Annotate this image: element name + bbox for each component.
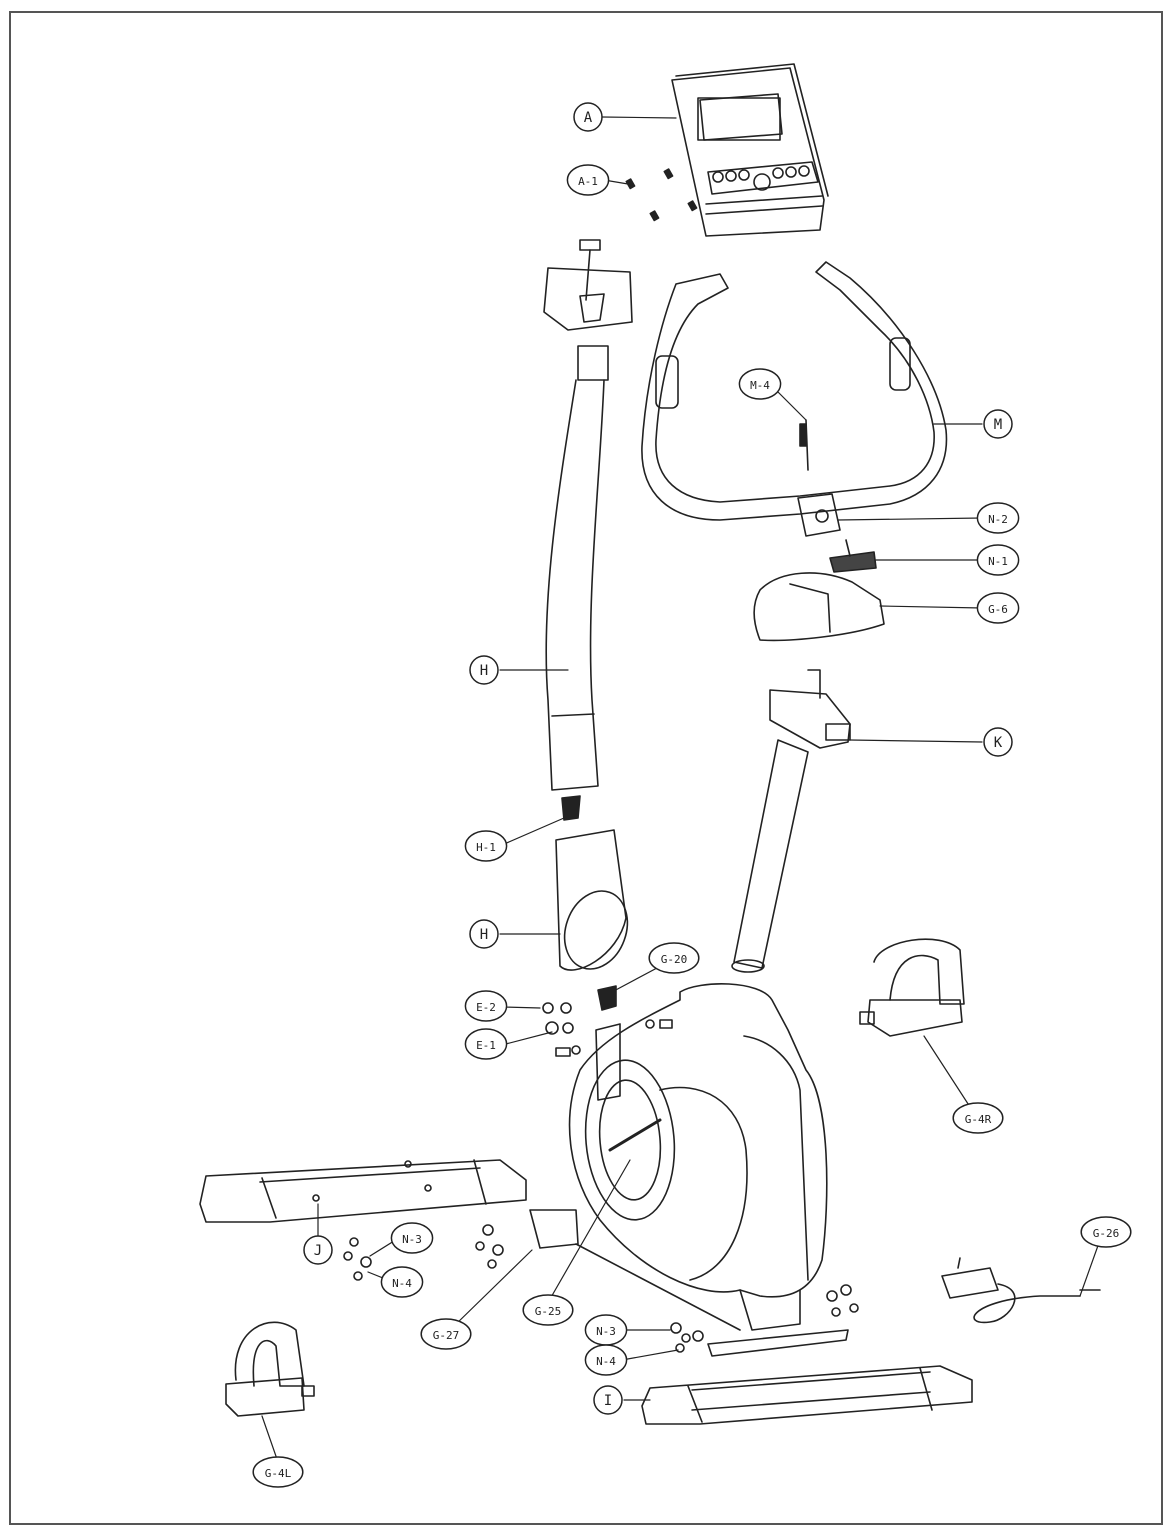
callout-label: N-2 — [988, 513, 1008, 526]
callout-label: H-1 — [476, 841, 496, 854]
handlebar-cover — [753, 572, 885, 642]
callout-g6: G-6 — [976, 592, 1020, 624]
callout-n4a: N-4 — [380, 1266, 424, 1298]
callout-label: G-20 — [661, 953, 688, 966]
left-pedal — [225, 1321, 315, 1417]
callout-g4r: G-4R — [952, 1102, 1004, 1134]
callout-label: G-26 — [1093, 1227, 1120, 1240]
callout-label: A-1 — [578, 175, 598, 188]
callout-label: K — [994, 735, 1003, 751]
callout-markers: AA-1MM-4N-2N-1G-6HKH-1HG-20E-2E-1G-4RJN-… — [252, 102, 1132, 1488]
callout-h1: H-1 — [464, 830, 508, 862]
callout-e1: E-1 — [464, 1028, 508, 1060]
callout-h: H — [469, 655, 499, 685]
front-stabilizer — [199, 1159, 527, 1223]
main-frame — [529, 983, 849, 1357]
callout-label: M-4 — [750, 379, 770, 392]
callout-h2: H — [469, 919, 499, 949]
callout-label: A — [584, 110, 593, 126]
callout-label: N-4 — [392, 1277, 412, 1290]
callout-label: N-3 — [596, 1325, 616, 1338]
callout-n2: N-2 — [976, 502, 1020, 534]
callout-g26: G-26 — [1080, 1216, 1132, 1248]
callout-g20: G-20 — [648, 942, 700, 974]
callout-label: G-4R — [965, 1113, 992, 1126]
power-adapter — [941, 1257, 1101, 1324]
callout-g27: G-27 — [420, 1318, 472, 1350]
callout-n3a: N-3 — [390, 1222, 434, 1254]
callout-label: G-6 — [988, 603, 1008, 616]
post-cover-part — [555, 829, 629, 971]
callout-label: J — [314, 1243, 322, 1259]
sensor-part — [597, 985, 617, 1011]
callout-label: N-3 — [402, 1233, 422, 1246]
handlebar-post-part — [731, 669, 851, 973]
callout-label: E-2 — [476, 1001, 496, 1014]
rear-stabilizer — [641, 1365, 973, 1425]
callout-n3b: N-3 — [584, 1314, 628, 1346]
callout-g25: G-25 — [522, 1294, 574, 1326]
callout-j: J — [303, 1235, 333, 1265]
console-part — [671, 63, 829, 237]
callout-n4b: N-4 — [584, 1344, 628, 1376]
callout-k: K — [983, 727, 1013, 757]
console-screws — [625, 168, 698, 222]
callout-label: N-4 — [596, 1355, 616, 1368]
stabilizer-nuts-rear — [670, 1284, 859, 1353]
handlebar-part — [641, 261, 948, 521]
adjustment-knob — [829, 539, 877, 573]
callout-i: I — [593, 1385, 623, 1415]
callout-label: G-25 — [535, 1305, 562, 1318]
handlebar-clamp — [797, 493, 841, 537]
callout-label: M — [994, 417, 1002, 433]
callout-n1: N-1 — [976, 544, 1020, 576]
callout-label: H — [480, 927, 488, 943]
stabilizer-nuts-front — [343, 1224, 504, 1281]
callout-label: G-4L — [265, 1467, 292, 1480]
callout-label: E-1 — [476, 1039, 496, 1052]
callout-a: A — [573, 102, 603, 132]
callout-label: I — [604, 1393, 612, 1409]
front-post-part — [543, 239, 633, 821]
callout-label: N-1 — [988, 555, 1008, 568]
callout-label: H — [480, 663, 488, 679]
right-pedal — [859, 938, 965, 1037]
callout-m4: M-4 — [738, 368, 782, 400]
bolts-washers — [542, 1002, 673, 1057]
callout-label: G-27 — [433, 1329, 460, 1342]
callout-g4l: G-4L — [252, 1456, 304, 1488]
callout-e2: E-2 — [464, 990, 508, 1022]
callout-m: M — [983, 409, 1013, 439]
page-border — [9, 11, 1163, 1525]
callout-a1: A-1 — [566, 164, 610, 196]
